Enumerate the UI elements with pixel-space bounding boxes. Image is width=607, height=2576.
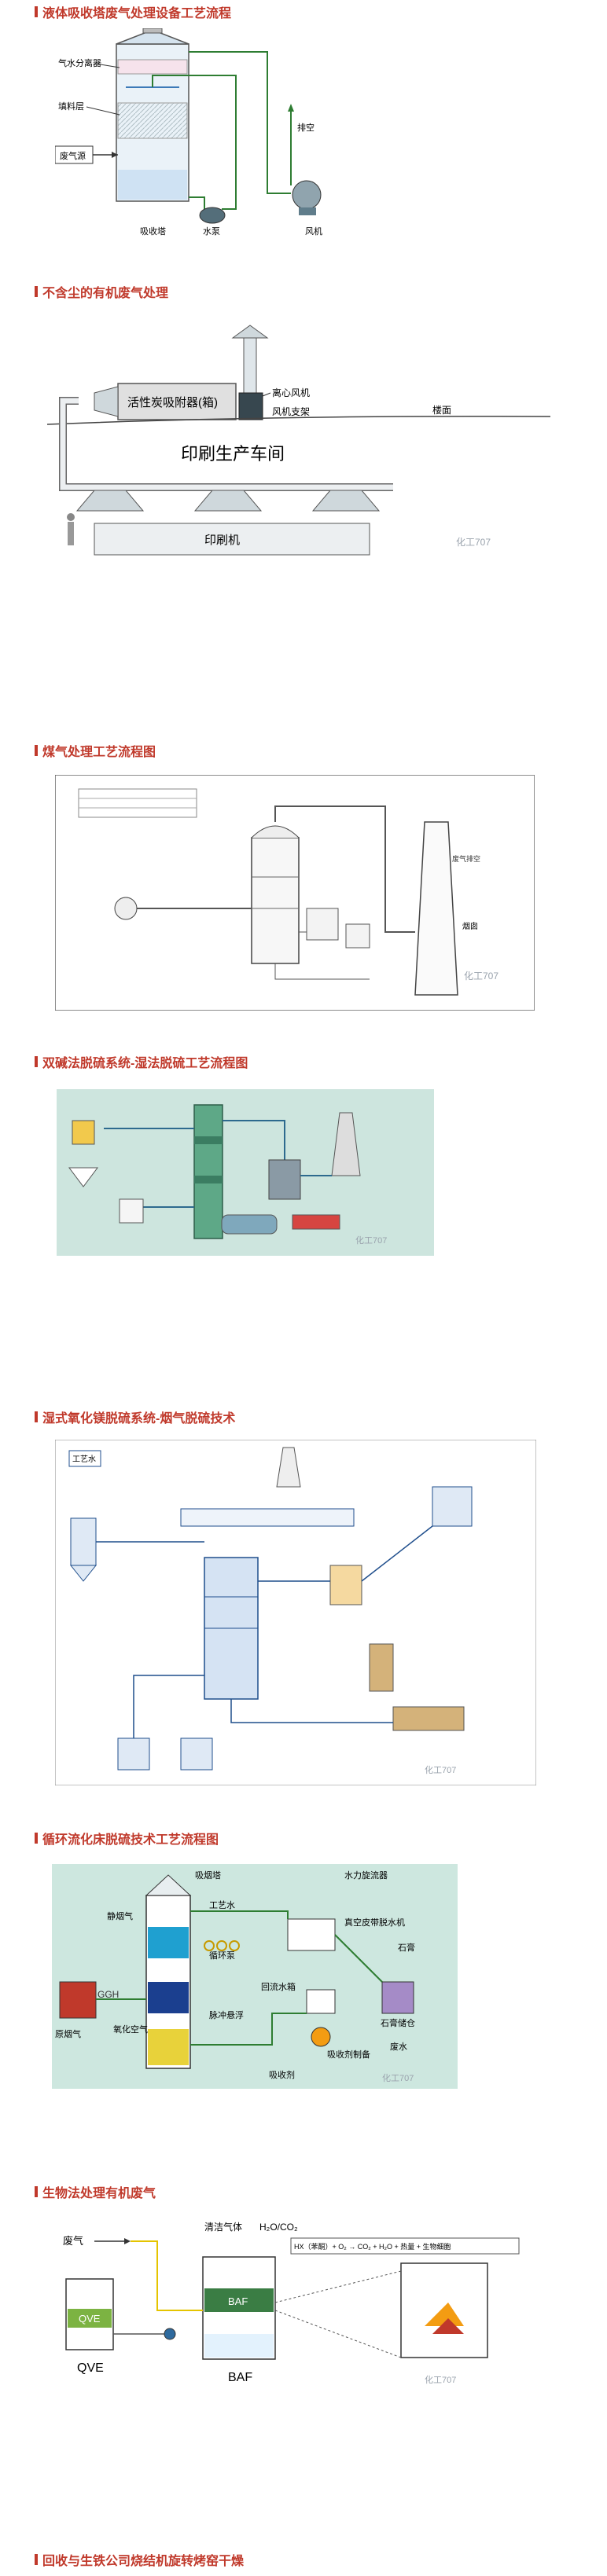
baf-inner-label: BAF bbox=[228, 2295, 248, 2307]
printing-press bbox=[94, 523, 370, 556]
section-title-text: 煤气处理工艺流程图 bbox=[42, 746, 156, 759]
watermark: 化工707 bbox=[425, 1764, 456, 1775]
fan-stand-label: 风机支架 bbox=[272, 406, 310, 417]
oxidation-air-label: 氧化空气 bbox=[113, 2024, 148, 2035]
waste-water-label: 废水 bbox=[390, 2041, 407, 2052]
circ-pump-label: 循环泵 bbox=[209, 1950, 235, 1961]
belt-filter-label: 真空皮带脱水机 bbox=[344, 1917, 405, 1928]
fan-icon bbox=[238, 392, 263, 420]
clean-gas-label: 清洁气体 bbox=[204, 2221, 242, 2233]
section-title: 回收与生铁公司烧结机旋转烤窑干燥 bbox=[35, 2549, 244, 2570]
tower-label: 吸收塔 bbox=[140, 226, 166, 237]
desulfurization-tower bbox=[193, 1104, 223, 1239]
section-title: 循环流化床脱硫技术工艺流程图 bbox=[35, 1828, 219, 1848]
qve-label: QVE bbox=[77, 2361, 104, 2375]
section-title-text: 循环流化床脱硫技术工艺流程图 bbox=[42, 1833, 219, 1847]
title-marker bbox=[35, 1833, 38, 1844]
gas-treatment-diagram: 废气排空 烟囱 化工707 bbox=[55, 775, 535, 1011]
pump-label: 水泵 bbox=[203, 226, 220, 237]
organic-gas-diagram: 活性炭吸附器(箱) 离心风机 风机支架 楼面 印刷生产车间 印刷机 化工707 bbox=[47, 314, 550, 558]
watermark: 化工707 bbox=[456, 537, 491, 548]
return-tank-label: 回流水箱 bbox=[261, 1981, 296, 1992]
absorbent-prep-label: 吸收剂制备 bbox=[327, 2049, 370, 2060]
gypsum-label: 石膏 bbox=[398, 1942, 415, 1953]
qve-inner-label: QVE bbox=[79, 2313, 101, 2325]
title-marker bbox=[35, 6, 38, 17]
title-marker bbox=[35, 1411, 38, 1422]
flue-gas-out-label: 吸烟塔 bbox=[195, 1870, 221, 1881]
reaction-equation: HX（苯酮）+ O₂ → CO₂ + H₂O + 热量 + 生物细胞 bbox=[294, 2242, 451, 2251]
chimney-label: 烟囱 bbox=[462, 921, 478, 931]
watermark: 化工707 bbox=[382, 2072, 414, 2083]
gas-source-label: 废气源 bbox=[60, 150, 86, 161]
title-marker bbox=[35, 2554, 38, 2565]
cfb-desulfurization-diagram: GGH 原烟气 静烟气 吸烟塔 工艺水 循环泵 氧化空气 脉冲悬浮 水力旋流器 … bbox=[52, 1864, 458, 2089]
section-title-text: 双碱法脱硫系统-湿法脱硫工艺流程图 bbox=[42, 1057, 248, 1070]
section-title: 湿式氧化镁脱硫系统-烟气脱硫技术 bbox=[35, 1407, 235, 1427]
packing-label: 填料层 bbox=[58, 101, 84, 112]
fan-icon bbox=[292, 180, 322, 210]
chimney bbox=[276, 1447, 301, 1488]
gypsum-store-label: 石膏储仓 bbox=[381, 2017, 415, 2028]
h2o-co2-label: H₂O/CO₂ bbox=[259, 2222, 298, 2233]
vent-label: 排空 bbox=[297, 122, 315, 133]
scrubber-tower bbox=[251, 837, 300, 964]
section-title-text: 回收与生铁公司烧结机旋转烤窑干燥 bbox=[42, 2555, 245, 2568]
demister-label: 气水分离器 bbox=[58, 57, 101, 68]
watermark: 化工707 bbox=[464, 971, 498, 982]
section-title: 生物法处理有机废气 bbox=[35, 2182, 156, 2202]
section-title-text: 不含尘的有机废气处理 bbox=[42, 287, 169, 300]
waste-gas-label: 废气 bbox=[63, 2235, 83, 2247]
adsorber-label: 活性炭吸附器(箱) bbox=[127, 396, 218, 409]
raw-flue-label: 原烟气 bbox=[55, 2028, 81, 2039]
title-marker bbox=[35, 745, 38, 756]
fan-icon bbox=[114, 897, 138, 920]
section-title: 煤气处理工艺流程图 bbox=[35, 740, 156, 761]
absorption-tower-diagram: 气水分离器 填料层 废气源 吸收塔 水泵 风机 排空 bbox=[55, 28, 385, 240]
title-marker bbox=[35, 286, 38, 297]
fan-label: 离心风机 bbox=[272, 387, 310, 398]
process-water-label: 工艺水 bbox=[72, 1455, 96, 1464]
section-title-text: 液体吸收塔废气处理设备工艺流程 bbox=[42, 7, 232, 20]
workshop-label: 印刷生产车间 bbox=[181, 444, 285, 464]
press-label: 印刷机 bbox=[204, 534, 240, 547]
section-title: 不含尘的有机废气处理 bbox=[35, 281, 168, 302]
roof-label: 楼面 bbox=[432, 404, 451, 416]
pump-icon bbox=[199, 207, 226, 224]
magnesium-oxide-diagram: 工艺水 化工707 bbox=[55, 1440, 536, 1785]
biological-treatment-diagram: 废气 QVE QVE BAF BAF 清洁气体 H₂O/CO₂ HX（苯酮）+ … bbox=[55, 2216, 527, 2405]
slurry-pump-label: 脉冲悬浮 bbox=[209, 2009, 244, 2020]
static-flue-label: 静烟气 bbox=[107, 1910, 133, 1921]
chimney bbox=[414, 821, 458, 996]
svg-text:废气排空: 废气排空 bbox=[452, 854, 480, 863]
watermark: 化工707 bbox=[425, 2374, 456, 2385]
fan-label: 风机 bbox=[305, 226, 322, 237]
double-alkali-diagram: 化工707 bbox=[57, 1089, 434, 1256]
watermark: 化工707 bbox=[355, 1235, 387, 1246]
title-marker bbox=[35, 2186, 38, 2197]
process-water-label: 工艺水 bbox=[209, 1900, 235, 1910]
baf-label: BAF bbox=[228, 2371, 252, 2384]
title-marker bbox=[35, 1056, 38, 1067]
water-cyclone-label: 水力旋流器 bbox=[344, 1870, 388, 1881]
chimney bbox=[331, 1112, 361, 1176]
absorbent-label: 吸收剂 bbox=[269, 2069, 295, 2080]
section-title-text: 生物法处理有机废气 bbox=[42, 2187, 156, 2200]
ggh-icon bbox=[59, 1981, 97, 2019]
section-title: 液体吸收塔废气处理设备工艺流程 bbox=[35, 2, 231, 22]
ggh-label: GGH bbox=[97, 1989, 119, 2000]
section-title-text: 湿式氧化镁脱硫系统-烟气脱硫技术 bbox=[42, 1412, 236, 1426]
section-title: 双碱法脱硫系统-湿法脱硫工艺流程图 bbox=[35, 1051, 248, 1072]
